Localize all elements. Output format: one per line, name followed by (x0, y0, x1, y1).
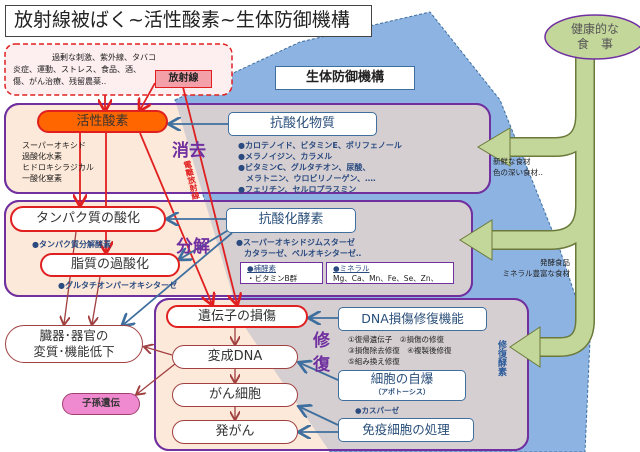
dna-repair-item: ①復帰遺伝子 ②損傷の修復 (348, 335, 444, 344)
antioxidant-item: メラトニン、ウロビリノーゲン、‥‥ (238, 174, 376, 183)
food-item: 発酵食品 (540, 258, 570, 267)
food-item: 新鮮な食材 (493, 157, 531, 166)
diet-arrows (459, 55, 595, 368)
antioxidant-enzyme-box: 抗酸化酵素 (226, 208, 356, 233)
protein-enzyme: ●タンパク質分解酵素 (32, 240, 111, 249)
antioxidant-box: 抗酸化物質 (228, 112, 377, 136)
gene-damage-pill: 遺伝子の損傷 (166, 305, 308, 328)
apoptosis-box: 細胞の自爆 （アポトーシス） (338, 370, 466, 401)
food-item: ミネラル豊富な食材 (502, 269, 571, 278)
enzyme-item: カタラーゼ、ペルオキシターゼ‥ (244, 249, 362, 258)
cause-line-2: 炎症、運動、ストレス、食品、酒、 (13, 65, 141, 74)
food-list-2: 発酵食品 ミネラル豊富な食材 (496, 257, 571, 279)
diet-line-1: 健康的な (570, 22, 619, 36)
mineral-title: ●ミネラル (333, 264, 370, 273)
diet-label: 健康的な 食 事 (545, 22, 640, 52)
decomposition-label: 分解 (176, 237, 210, 257)
coenzyme-title: ●補酵素 (247, 264, 277, 273)
apoptosis-title: 細胞の自爆 (370, 371, 434, 386)
enzyme-item: ●スーパーオキシドジムスターゼ (236, 238, 355, 247)
cause-line-1: 過剰な刺激、紫外線、タバコ (52, 53, 156, 62)
lipid-peroxidation-pill: 脂質の過酸化 (40, 253, 180, 277)
coenzyme-value: ・ビタミンB群 (247, 273, 298, 283)
ros-item: 一酸化窒素 (22, 174, 62, 183)
antioxidant-item: ●メラノイジン、カラメル (238, 152, 333, 161)
elimination-label: 消去 (172, 141, 206, 161)
page-title: 放射線被ばく~活性酸素~生体防御機構 (5, 5, 372, 37)
organ-line-2: 変質･機能低下 (33, 344, 115, 359)
dna-repair-item: ③損傷除去修復 ④複製後修復 (348, 346, 452, 355)
heredity-pill: 子孫遺伝 (62, 393, 140, 415)
dna-repair-item: ⑤組み換え修復 (348, 357, 400, 366)
protein-oxidation-pill: タンパク質の酸化 (10, 206, 166, 232)
cause-line-3: 傷、がん治療、残留農薬‥ (13, 77, 107, 86)
cancer-cell-pill: がん細胞 (172, 383, 298, 407)
ros-list: スーパーオキシド 過酸化水素 ヒドロキシラジカル 一酸化窒素 (22, 140, 94, 184)
repair-label-1: 修 (313, 331, 330, 351)
caspase: ●カスパーゼ (355, 406, 400, 415)
antioxidant-item: ●フェリチン、セルロプラスミン (238, 185, 357, 194)
ros-item: スーパーオキシド (22, 141, 86, 150)
diet-ellipse (544, 14, 640, 60)
ros-item: ヒドロキシラジカル (22, 163, 94, 172)
organ-pill: 臓器･器官の 変質･機能低下 (5, 325, 143, 363)
antioxidant-item: ●ビタミンC、グルタチオン、尿酸、 (238, 163, 371, 172)
lipid-enzyme: ●グルタチオンパーオキシターゼ (58, 281, 177, 290)
food-list-1: 新鮮な食材 色の深い食材‥ (493, 156, 543, 178)
diet-line-2: 食 事 (576, 37, 613, 51)
dna-repair-box: DNA損傷修復機能 (338, 307, 487, 331)
antioxidant-list: ●カロテノイド、ビタミンE、ポリフェノール ●メラノイジン、カラメル ●ビタミン… (238, 140, 402, 195)
coenzyme-box: ●補酵素 ・ビタミンB群 (240, 262, 323, 284)
defense-title: 生体防御機構 (275, 66, 415, 90)
dna-repair-list: ①復帰遺伝子 ②損傷の修復 ③損傷除去修復 ④複製後修復 ⑤組み換え修復 (348, 334, 451, 367)
repair-label-2: 復 (313, 355, 330, 375)
immune-box: 免疫細胞の処理 (338, 418, 474, 442)
ros-item: 過酸化水素 (22, 152, 62, 161)
antioxidant-item: ●カロテノイド、ビタミンE、ポリフェノール (238, 141, 402, 150)
mutated-dna-pill: 変成DNA (172, 345, 298, 369)
radiation-label: 放射線 (155, 70, 212, 88)
repair-enzyme-label: 修復酵素 (496, 340, 506, 376)
apoptosis-sub: （アポトーシス） (374, 388, 430, 396)
ros-pill: 活性酸素 (37, 110, 168, 133)
organ-line-1: 臓器･器官の (39, 328, 109, 343)
enzyme-list: ●スーパーオキシドジムスターゼ カタラーゼ、ペルオキシターゼ‥ (236, 237, 361, 259)
carcinogenesis-pill: 発がん (172, 420, 298, 444)
mineral-box: ●ミネラル Mg、Ca、Mn、Fe、Se、Zn、 (326, 262, 454, 284)
mineral-value: Mg、Ca、Mn、Fe、Se、Zn、 (333, 273, 439, 283)
food-item: 色の深い食材‥ (493, 168, 544, 177)
